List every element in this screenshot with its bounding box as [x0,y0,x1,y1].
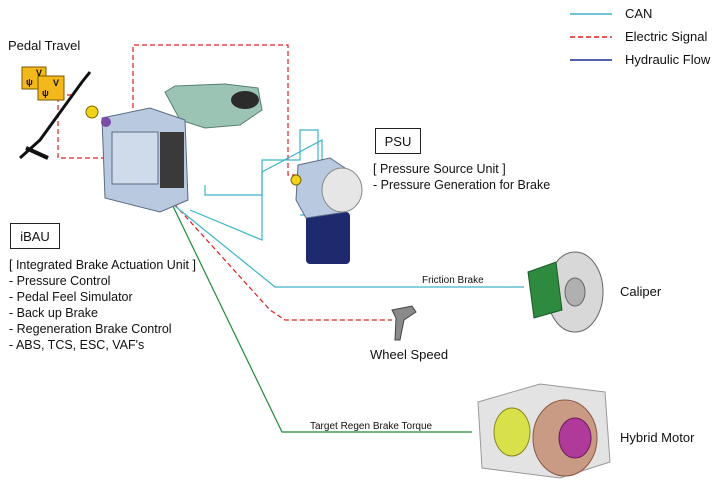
ibau-line-2: - Pressure Control [9,274,111,288]
legend-label-can: CAN [625,6,653,21]
ibau-line-1: [ Integrated Brake Actuation Unit ] [9,258,196,272]
wheel-speed-sensor-icon [391,305,417,341]
psu-assembly [290,157,363,264]
can-line-caliper [164,197,524,288]
psu-sensor-icon [290,174,302,186]
pedal-sensor-2-icon [37,75,65,101]
ibau-description: [ Integrated Brake Actuation Unit ] - Pr… [9,257,196,353]
psu-box: PSU [375,128,421,154]
electric-line-psu [132,44,300,176]
brake-pedal [18,66,92,160]
legend-label-hydraulic: Hydraulic Flow [625,52,711,67]
psu-motor-shape [306,212,350,264]
caliper-label: Caliper [620,284,662,299]
ibau-line-4: - Back up Brake [9,306,98,320]
hybrid-motor-assembly [477,383,611,479]
pedal-sensor-glyph-1: V [36,68,43,78]
ibau-connector-icon [85,105,99,119]
motor-coupling-shape [493,407,531,457]
ibau-box-label: iBAU [20,228,50,244]
wheel-speed-sensor [391,305,417,341]
reservoir-cap-icon [231,91,259,109]
electric-line-wheel-speed [157,185,392,321]
hybrid-motor-label: Hybrid Motor [620,430,695,445]
psu-line-2: - Pressure Generation for Brake [373,178,551,192]
motor-core-shape [558,417,592,459]
legend-label-electric: Electric Signal [625,29,708,44]
brake-hub-shape [564,277,586,307]
legend-swatches [570,13,612,61]
pedal-pad-icon [25,146,49,160]
pedal-sensor-glyph-4: ψ [42,88,49,98]
wheel-speed-label: Wheel Speed [370,347,449,362]
ibau-block-shape [111,131,159,185]
target-regen-label: Target Regen Brake Torque [310,421,433,432]
ibau-assembly [85,83,263,213]
ibau-line-5: - Regeneration Brake Control [9,322,172,336]
psu-description: [ Pressure Source Unit ] - Pressure Gene… [373,161,550,193]
psu-pump-shape [321,167,363,213]
ibau-port-icon [101,117,111,127]
ibau-box: iBAU [10,223,60,249]
pedal-sensor-glyph-3: V [53,78,60,88]
caliper-assembly [527,251,604,333]
ibau-line-6: - ABS, TCS, ESC, VAF's [9,338,145,352]
psu-line-1: [ Pressure Source Unit ] [373,162,506,176]
pedal-travel-label: Pedal Travel [8,38,81,53]
can-line-psu-upper [204,129,319,200]
ibau-line-3: - Pedal Feel Simulator [9,290,133,304]
friction-brake-label: Friction Brake [422,275,484,286]
ibau-motor-shape [160,132,184,188]
electric-signal-lines [57,44,392,321]
regen-torque-line [169,199,472,433]
psu-box-label: PSU [384,133,412,149]
pedal-sensor-glyph-2: ψ [26,77,33,87]
caliper-body-shape [527,261,563,319]
